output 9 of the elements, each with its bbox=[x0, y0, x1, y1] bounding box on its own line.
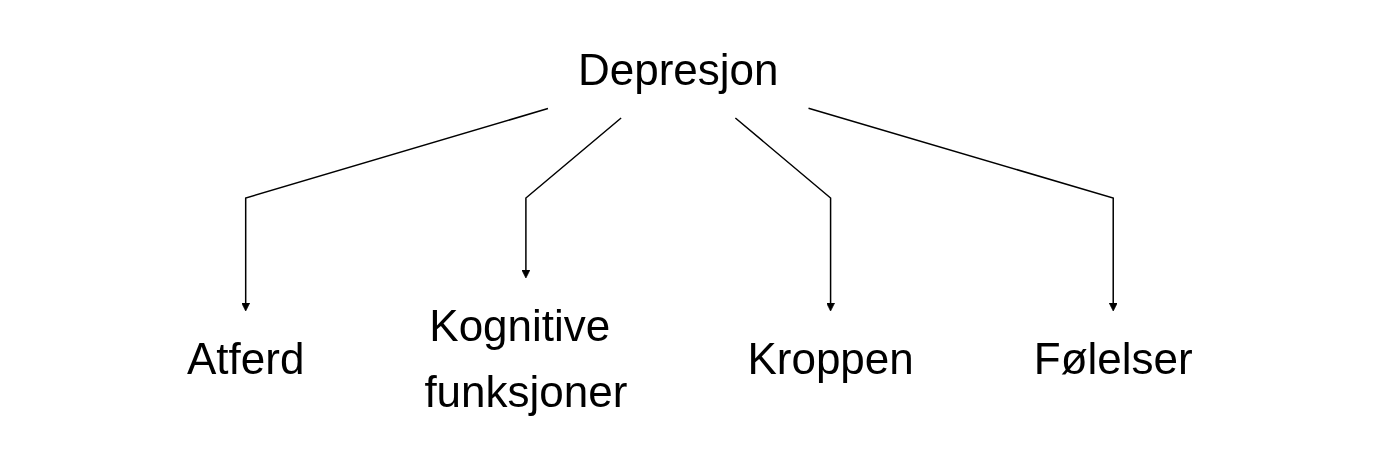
node-text: Følelser bbox=[1033, 334, 1193, 383]
node-text: Kroppen bbox=[747, 334, 914, 383]
node-text: Atferd bbox=[187, 334, 305, 383]
arrow bbox=[241, 107, 549, 312]
arrow bbox=[807, 107, 1118, 312]
node-text: Kognitive funksjoner bbox=[424, 301, 628, 416]
node-text: Depresjon bbox=[578, 45, 779, 94]
arrow bbox=[734, 117, 836, 312]
arrow bbox=[521, 117, 622, 279]
